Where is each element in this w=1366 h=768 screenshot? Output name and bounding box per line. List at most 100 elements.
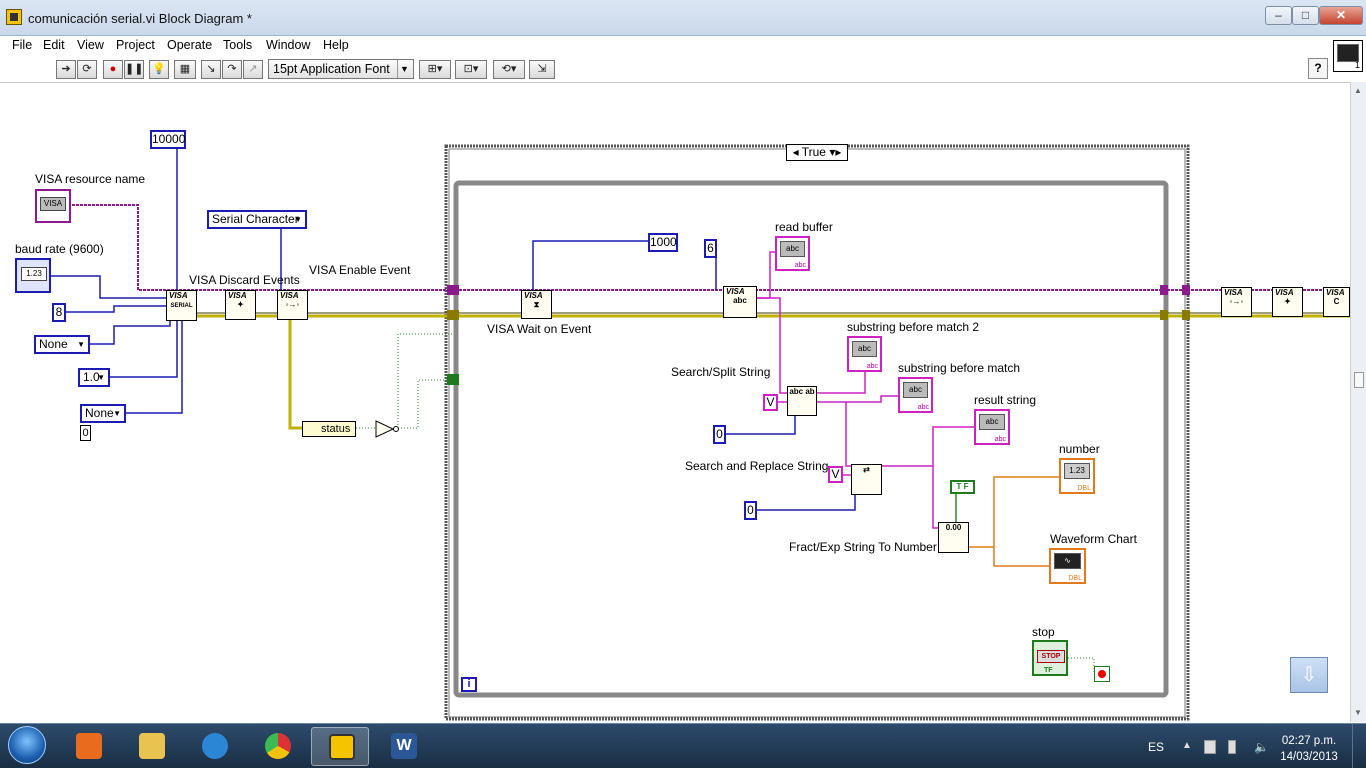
clean-up-diagram-icon[interactable]: ⇲: [529, 60, 555, 79]
block-diagram[interactable]: [0, 82, 1366, 722]
menu-bar: [0, 36, 1366, 56]
substring-before-match-2-label: substring before match 2: [847, 320, 980, 334]
title-bar: [0, 0, 1366, 36]
waveform-chart-indicator[interactable]: ∿DBL: [1049, 548, 1086, 584]
result-string-label: result string: [974, 393, 1037, 407]
font-selector[interactable]: 15pt Application Font▼: [268, 59, 414, 79]
run-continuously-icon[interactable]: ⟳: [77, 60, 97, 79]
taskbar-labview-app[interactable]: [311, 727, 369, 766]
search-split-string-label: Search/Split String: [671, 365, 771, 379]
menu-file[interactable]: File: [12, 38, 33, 52]
menu-edit[interactable]: Edit: [43, 38, 65, 52]
visa-discard-events-label: VISA Discard Events: [189, 273, 300, 287]
wait-timeout-constant[interactable]: 1000: [648, 233, 678, 252]
labview-app-icon[interactable]: [6, 9, 22, 25]
system-clock[interactable]: 02:27 p.m. 14/03/2013: [1280, 735, 1338, 763]
pause-icon[interactable]: ❚❚: [124, 60, 144, 79]
vertical-scrollbar[interactable]: ▲ ▼: [1350, 82, 1366, 722]
reorder-icon[interactable]: ⟲▾: [493, 60, 525, 79]
data-bits-constant[interactable]: 8: [52, 303, 66, 322]
step-over-icon[interactable]: ↷: [222, 60, 242, 79]
stop-bits-ring[interactable]: 1.0▼: [78, 368, 110, 387]
parity-ring[interactable]: None▼: [34, 335, 90, 354]
taskbar-chrome-app[interactable]: [248, 727, 306, 766]
visa-discard-events-node-2[interactable]: VISA✦: [1272, 287, 1303, 317]
align-objects-icon[interactable]: ⊞▾: [419, 60, 451, 79]
battery-icon[interactable]: [1228, 740, 1236, 754]
show-desktop-button[interactable]: [1352, 723, 1366, 768]
visa-wait-on-event-label: VISA Wait on Event: [487, 322, 592, 336]
substring-before-match-label: substring before match: [898, 361, 1021, 375]
visa-enable-event-node[interactable]: VISA◦→◦: [277, 290, 308, 320]
minimize-button[interactable]: ‒: [1265, 6, 1292, 25]
menu-help[interactable]: Help: [323, 38, 349, 52]
retain-wire-values-icon[interactable]: ▦: [174, 60, 196, 79]
distribute-objects-icon[interactable]: ⊡▾: [455, 60, 487, 79]
start-button[interactable]: [2, 724, 52, 767]
fract-exp-string-to-number-label: Fract/Exp String To Number: [789, 540, 937, 554]
event-type-ring[interactable]: Serial Character▼: [207, 210, 307, 229]
menu-project[interactable]: Project: [116, 38, 155, 52]
taskbar-word-app[interactable]: W: [374, 727, 432, 766]
status-unbundle[interactable]: status: [302, 421, 356, 437]
visa-resource-name-control[interactable]: VISA: [35, 189, 71, 223]
vi-icon[interactable]: 1: [1333, 40, 1363, 72]
abort-icon[interactable]: ●: [103, 60, 123, 79]
boolean-constant[interactable]: T F: [950, 480, 975, 494]
fract-exp-string-to-number-node[interactable]: 0.00: [938, 522, 969, 553]
flow-control-ring[interactable]: None▼: [80, 404, 126, 423]
timeout-constant[interactable]: 10000: [150, 130, 186, 149]
taskbar-explorer-app[interactable]: [122, 727, 180, 766]
show-hidden-icons-icon[interactable]: ▲: [1182, 740, 1192, 751]
offset-constant-b[interactable]: 0: [744, 501, 757, 520]
highlight-execution-icon[interactable]: 💡: [149, 60, 169, 79]
visa-resource-name-label: VISA resource name: [35, 172, 146, 186]
search-split-string-node[interactable]: abc ab: [787, 386, 817, 416]
visa-disable-event-node[interactable]: VISA◦→◦: [1221, 287, 1252, 317]
read-buffer-label: read buffer: [775, 220, 833, 234]
visa-wait-on-event-node[interactable]: VISA⧗: [521, 290, 552, 319]
step-into-icon[interactable]: ↘: [201, 60, 221, 79]
byte-count-constant[interactable]: 6: [704, 239, 717, 258]
maximize-button[interactable]: □: [1292, 6, 1319, 25]
menu-view[interactable]: View: [77, 38, 104, 52]
context-help-button[interactable]: ?: [1308, 58, 1328, 79]
visa-discard-events-node[interactable]: VISA✦: [225, 290, 256, 320]
stop-label: stop: [1032, 625, 1055, 639]
language-indicator[interactable]: ES: [1148, 740, 1165, 754]
number-label: number: [1059, 442, 1100, 456]
loop-condition-terminal[interactable]: [1094, 666, 1110, 682]
iteration-terminal: i: [461, 677, 477, 692]
step-out-icon[interactable]: ↗: [243, 60, 263, 79]
replace-char-constant[interactable]: V: [828, 466, 843, 483]
window-title: comunicación serial.vi Block Diagram *: [28, 11, 252, 26]
baud-rate-control[interactable]: 1.23: [15, 258, 51, 293]
menu-window[interactable]: Window: [266, 38, 311, 52]
zero-indicator: 0: [80, 425, 91, 441]
search-replace-string-node[interactable]: ⇄: [851, 464, 882, 495]
close-button[interactable]: ✕: [1319, 6, 1363, 25]
offset-constant-a[interactable]: 0: [713, 425, 726, 444]
menu-tools[interactable]: Tools: [223, 38, 253, 52]
waveform-chart-label: Waveform Chart: [1050, 532, 1137, 546]
case-selector[interactable]: ◂ True ▾▸: [786, 144, 848, 161]
search-replace-string-label: Search and Replace String: [685, 459, 829, 473]
volume-icon[interactable]: 🔈: [1254, 740, 1269, 754]
scroll-down-arrow-icon[interactable]: ⇩: [1290, 657, 1328, 693]
taskbar-wmp-app[interactable]: [185, 727, 243, 766]
taskbar-media-player-app[interactable]: [59, 727, 117, 766]
search-char-constant[interactable]: V: [763, 394, 778, 411]
action-center-icon[interactable]: [1204, 740, 1216, 754]
run-arrow-icon[interactable]: ➔: [56, 60, 76, 79]
stop-button-control[interactable]: STOP TF: [1032, 640, 1068, 676]
menu-operate[interactable]: Operate: [167, 38, 213, 52]
